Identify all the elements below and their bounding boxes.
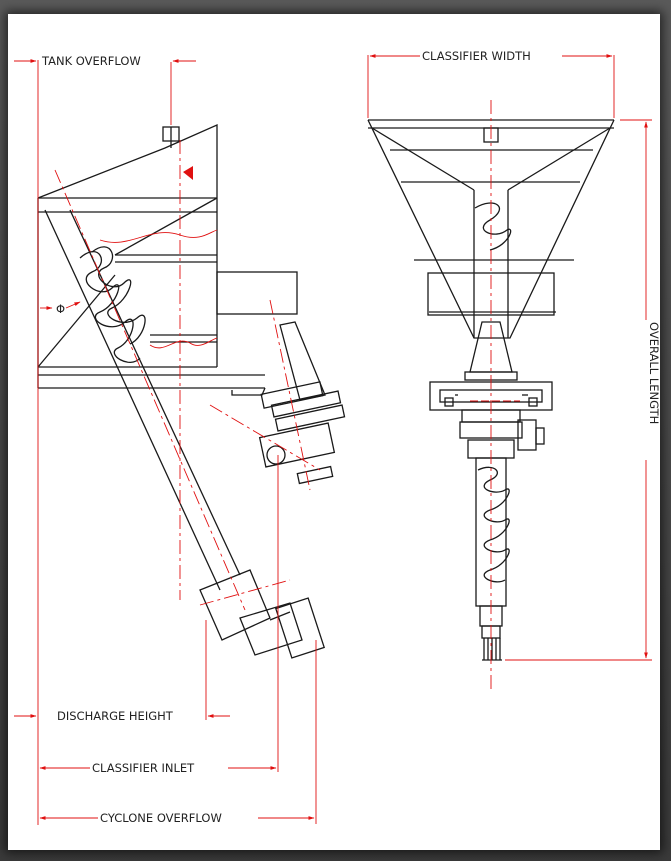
- tank-outline: [37, 124, 265, 389]
- angle-symbol: Φ: [56, 302, 65, 316]
- side-view: [37, 124, 346, 659]
- overall-length-label: OVERALL LENGTH: [647, 322, 661, 424]
- dimension-lines: [14, 54, 652, 825]
- dimension-labels: TANK OVERFLOW CLASSIFIER WIDTH OVERALL L…: [41, 49, 661, 825]
- front-centerline: [470, 100, 520, 690]
- classifier-width-label: CLASSIFIER WIDTH: [422, 49, 531, 63]
- tank-overflow-label: TANK OVERFLOW: [41, 54, 141, 68]
- cyclone-overflow-label: CYCLONE OVERFLOW: [100, 811, 222, 825]
- classifier-inlet-label: CLASSIFIER INLET: [92, 761, 195, 775]
- discharge-height-label: DISCHARGE HEIGHT: [57, 709, 174, 723]
- screw-flights-side: [79, 246, 146, 363]
- water-level-marker: [183, 166, 193, 180]
- screw-tube-front: [473, 190, 512, 338]
- drawing-sheet: [8, 14, 660, 850]
- cyclone-side: [216, 271, 346, 485]
- side-centerlines: [54, 140, 321, 611]
- discharge-tube-front: [475, 457, 510, 661]
